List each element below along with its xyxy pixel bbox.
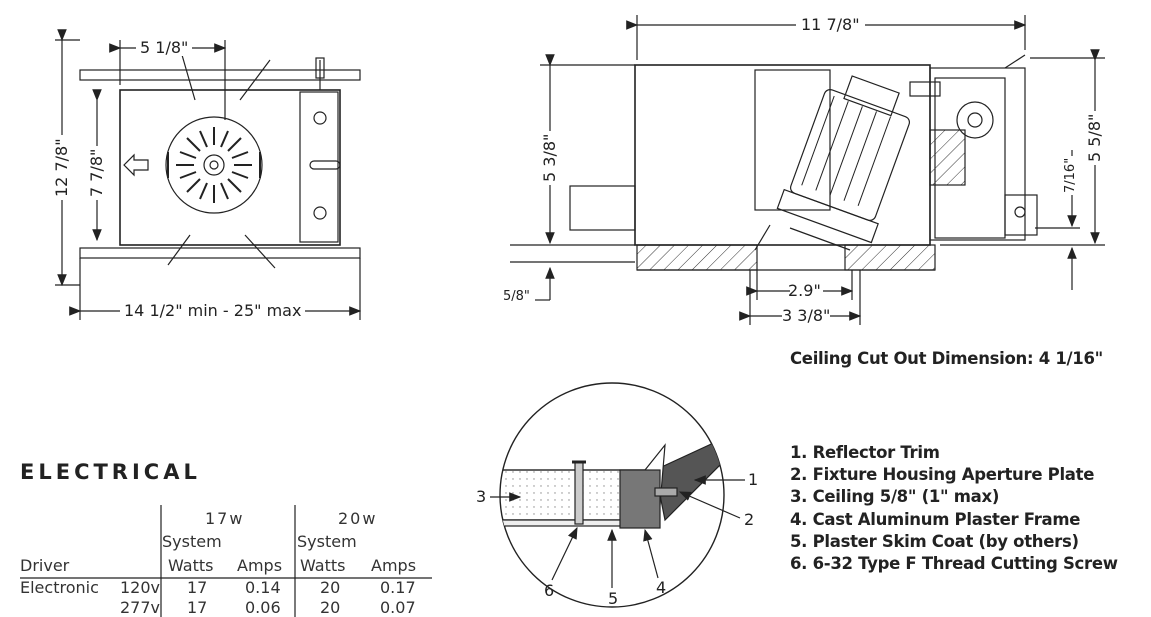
row2-amps-20w: 0.07 <box>380 598 416 617</box>
col-watts-20w: Watts <box>300 556 346 575</box>
col-amps-17w: Amps <box>237 556 283 575</box>
callout-5: 5 <box>608 589 619 608</box>
row1-voltage: 120v <box>120 578 161 597</box>
side-view-drawing <box>510 15 1105 325</box>
dim-inner-aperture: 2.9" <box>788 281 821 300</box>
detail-drawing <box>490 382 745 608</box>
system-label-20w: System <box>297 532 357 551</box>
row1-driver: Electronic <box>20 578 99 597</box>
legend-item-6: 6. 6-32 Type F Thread Cutting Screw <box>790 554 1118 573</box>
col-watts-17w: Watts <box>168 556 214 575</box>
row1-amps-17w: 0.14 <box>245 578 281 597</box>
dim-bar-span: 14 1/2" min - 25" max <box>120 303 306 319</box>
row2-amps-17w: 0.06 <box>245 598 281 617</box>
group-17w: 17w <box>205 509 245 528</box>
row1-watts-20w: 20 <box>320 578 341 597</box>
callout-1: 1 <box>748 470 759 489</box>
dim-total-height: 5 5/8" <box>1085 110 1104 165</box>
legend-item-3: 3. Ceiling 5/8" (1" max) <box>790 487 1000 506</box>
dim-offset: 7/16" <box>1063 155 1078 195</box>
dim-box-height: 7 7/8" <box>87 145 106 200</box>
row1-amps-20w: 0.17 <box>380 578 416 597</box>
dim-overall-width: 11 7/8" <box>796 17 865 33</box>
legend-item-5: 5. Plaster Skim Coat (by others) <box>790 532 1079 551</box>
system-label-17w: System <box>162 532 222 551</box>
group-20w: 20w <box>338 509 378 528</box>
electrical-heading: ELECTRICAL <box>20 460 201 484</box>
callout-4: 4 <box>656 578 667 597</box>
ceiling-cutout-label: Ceiling Cut Out Dimension: 4 1/16" <box>790 349 1103 368</box>
callout-6: 6 <box>544 581 555 600</box>
row2-watts-17w: 17 <box>187 598 208 617</box>
dim-frame-thickness: 5/8" <box>503 289 530 304</box>
col-amps-20w: Amps <box>371 556 417 575</box>
callout-3: 3 <box>476 487 487 506</box>
row1-watts-17w: 17 <box>187 578 208 597</box>
legend-item-1: 1. Reflector Trim <box>790 443 940 462</box>
legend-item-4: 4. Cast Aluminum Plaster Frame <box>790 510 1081 529</box>
row2-voltage: 277v <box>120 598 161 617</box>
row2-watts-20w: 20 <box>320 598 341 617</box>
dim-outer-aperture: 3 3/8" <box>782 306 831 325</box>
dim-top-width: 5 1/8" <box>136 40 193 56</box>
dim-housing-height: 5 3/8" <box>540 130 559 185</box>
callout-2: 2 <box>744 510 755 529</box>
legend-item-2: 2. Fixture Housing Aperture Plate <box>790 465 1095 484</box>
col-driver: Driver <box>20 556 70 575</box>
electrical-table-lines <box>20 505 432 617</box>
dim-overall-height: 12 7/8" <box>52 135 71 200</box>
